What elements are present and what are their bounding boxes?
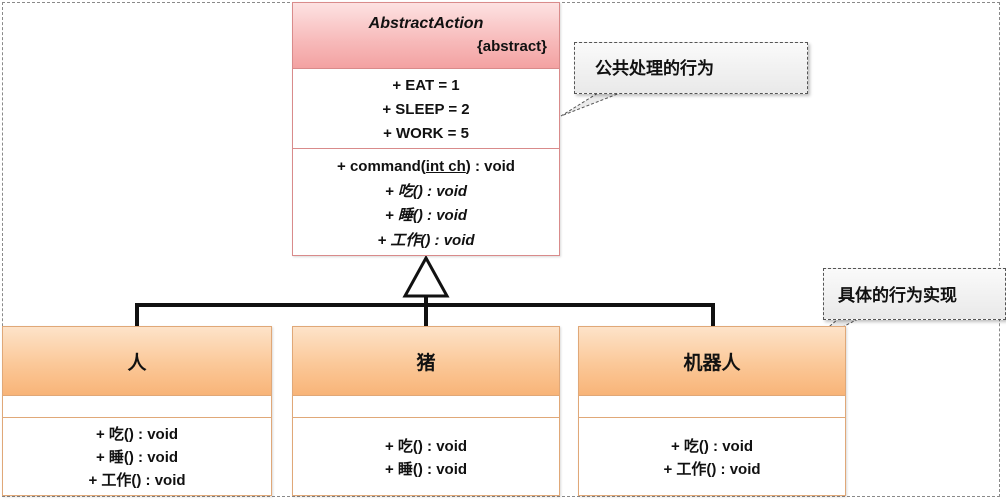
class-robot-attributes <box>579 396 845 418</box>
attribute-sleep: + SLEEP = 2 <box>382 101 470 118</box>
class-pig: 猪 + 吃() : void + 睡() : void <box>292 326 560 496</box>
abstract-stereotype: {abstract} <box>476 38 547 55</box>
class-human-methods: + 吃() : void + 睡() : void + 工作() : void <box>3 418 271 492</box>
abstract-class-methods: + command(int ch) : void + 吃() : void + … <box>293 149 559 253</box>
abstract-action-class: AbstractAction {abstract} + EAT = 1 + SL… <box>292 2 560 256</box>
abstract-class-attributes: + EAT = 1 + SLEEP = 2 + WORK = 5 <box>293 69 559 149</box>
method-eat: + 吃() : void <box>384 438 468 455</box>
note-public-behavior: 公共处理的行为 <box>574 42 808 94</box>
method-command: + command(int ch) : void <box>293 155 559 180</box>
method-work: + 工作() : void <box>663 461 761 478</box>
method-eat: + 吃() : void <box>95 426 179 443</box>
abstract-class-name: AbstractAction <box>368 15 484 32</box>
attribute-eat: + EAT = 1 <box>392 77 460 94</box>
class-pig-attributes <box>293 396 559 418</box>
method-eat: + 吃() : void <box>670 438 754 455</box>
class-pig-methods: + 吃() : void + 睡() : void <box>293 418 559 481</box>
abstract-method-work: + 工作() : void <box>377 231 475 249</box>
class-robot-methods: + 吃() : void + 工作() : void <box>579 418 845 481</box>
method-sleep: + 睡() : void <box>384 461 468 478</box>
command-param: int ch <box>425 158 466 175</box>
method-work: + 工作() : void <box>88 472 186 489</box>
class-robot-name: 机器人 <box>579 327 845 396</box>
class-robot: 机器人 + 吃() : void + 工作() : void <box>578 326 846 496</box>
class-human-name: 人 <box>3 327 271 396</box>
method-sleep: + 睡() : void <box>95 449 179 466</box>
attribute-work: + WORK = 5 <box>383 125 469 142</box>
class-human: 人 + 吃() : void + 睡() : void + 工作() : voi… <box>2 326 272 496</box>
note-concrete-behavior: 具体的行为实现 <box>823 268 1006 320</box>
command-suffix: ) : void <box>465 158 515 175</box>
note-pointer-public <box>560 92 621 117</box>
class-pig-name: 猪 <box>293 327 559 396</box>
command-prefix: + command( <box>337 158 426 175</box>
abstract-method-eat: + 吃() : void <box>384 182 468 200</box>
abstract-method-sleep: + 睡() : void <box>384 207 468 224</box>
generalization-arrowhead <box>402 254 450 298</box>
class-human-attributes <box>3 396 271 418</box>
abstract-class-header: AbstractAction {abstract} <box>293 3 559 69</box>
